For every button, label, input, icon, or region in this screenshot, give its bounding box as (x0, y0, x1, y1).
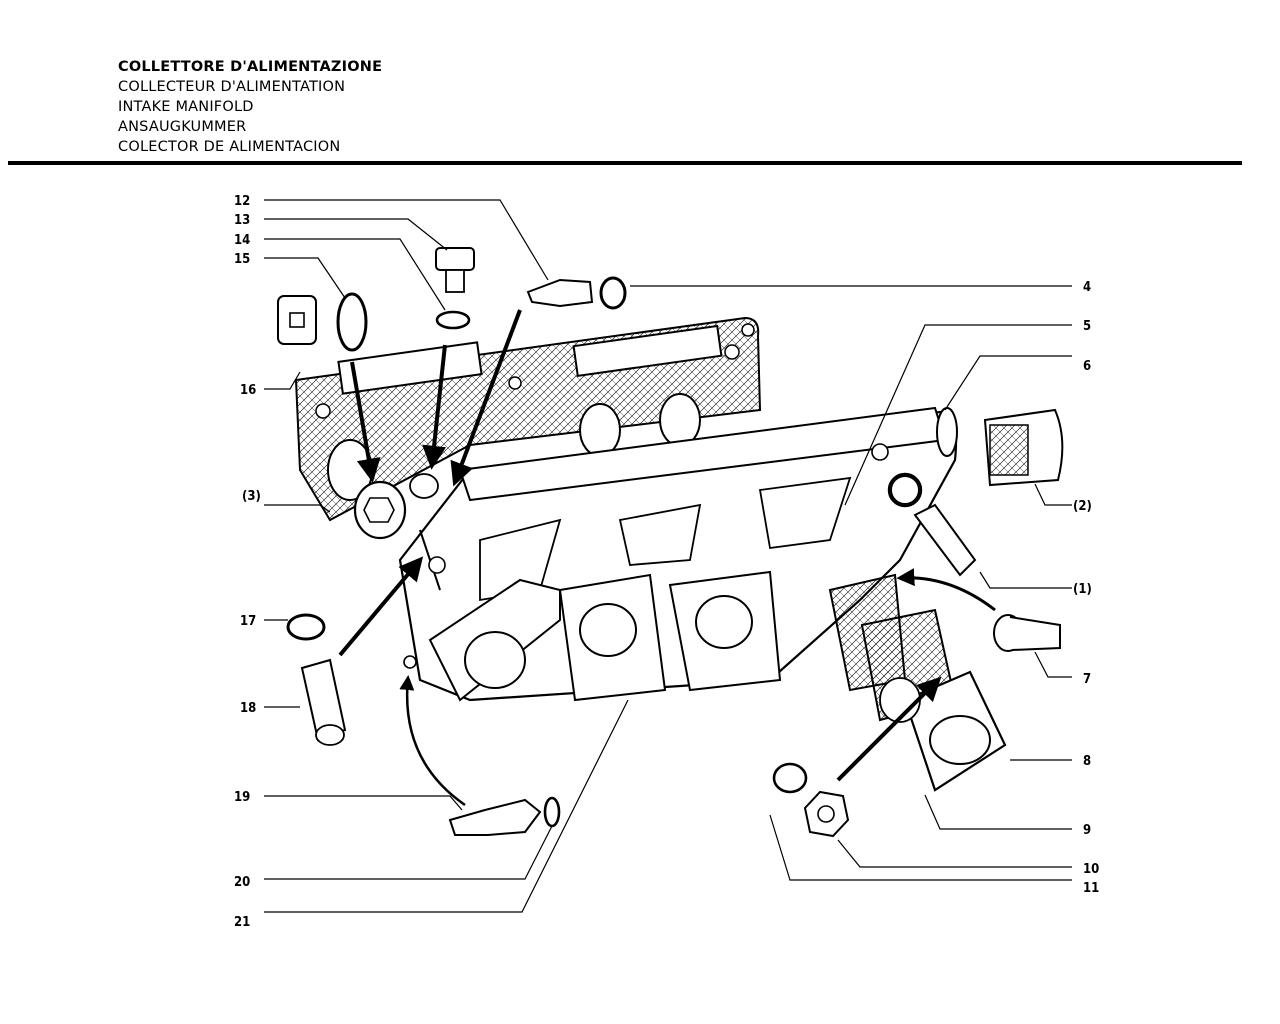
plug-7 (993, 614, 1061, 652)
washer-17 (286, 613, 326, 641)
callout-13: 13 (234, 213, 250, 228)
callout-18: 18 (240, 701, 256, 716)
callout-20: 20 (234, 875, 250, 890)
sensor-part-1 (913, 503, 977, 577)
callout-12: 12 (234, 194, 250, 209)
washer-14 (435, 310, 471, 330)
washer-4 (599, 276, 627, 310)
callout-14: 14 (234, 233, 250, 248)
title-italian: COLLETTORE D'ALIMENTAZIONE (118, 59, 383, 75)
callout-8: 8 (1083, 754, 1091, 769)
washer-20 (543, 796, 561, 828)
callout-19: 19 (234, 790, 250, 805)
callout-6: 6 (1083, 359, 1091, 374)
title-english: INTAKE MANIFOLD (118, 99, 254, 115)
title-french: COLLECTEUR D'ALIMENTATION (118, 79, 346, 95)
callout-17: 17 (240, 614, 256, 629)
leader-lines (264, 199, 1072, 913)
fitting-19 (448, 798, 542, 836)
union-12 (526, 278, 594, 308)
callout-4: 4 (1083, 280, 1091, 295)
washer-6 (887, 472, 923, 508)
callout-11: 11 (1083, 881, 1099, 896)
title-german: ANSAUGKUMMER (118, 119, 247, 135)
callout-21: 21 (234, 915, 250, 930)
callout-1: (1) (1073, 582, 1092, 597)
callout-3: (3) (242, 489, 261, 504)
callout-16: 16 (240, 383, 256, 398)
callout-9: 9 (1083, 823, 1091, 838)
manifold-gasket (294, 316, 762, 522)
callout-15: 15 (234, 252, 250, 267)
washer-15 (336, 292, 368, 352)
callout-labels: 12 13 14 15 16 (3) 17 18 19 20 21 4 5 6 … (234, 194, 1099, 930)
title-spanish: COLECTOR DE ALIMENTACION (118, 139, 341, 155)
washer-11 (772, 762, 808, 794)
intake-manifold-body (353, 406, 958, 702)
nut-10 (803, 790, 850, 838)
assembly-arrows (338, 309, 996, 807)
title-block: COLLETTORE D'ALIMENTAZIONE COLLECTEUR D'… (118, 57, 382, 157)
callout-10: 10 (1083, 862, 1099, 877)
callout-7: 7 (1083, 672, 1091, 687)
callout-5: 5 (1083, 319, 1091, 334)
callout-2: (2) (1073, 499, 1092, 514)
bolt-13 (435, 247, 475, 293)
side-flange (828, 573, 1007, 792)
thermostat-part-2 (983, 408, 1064, 487)
header-divider (8, 161, 1242, 165)
plug-16 (277, 295, 317, 345)
fitting-18 (300, 658, 347, 746)
